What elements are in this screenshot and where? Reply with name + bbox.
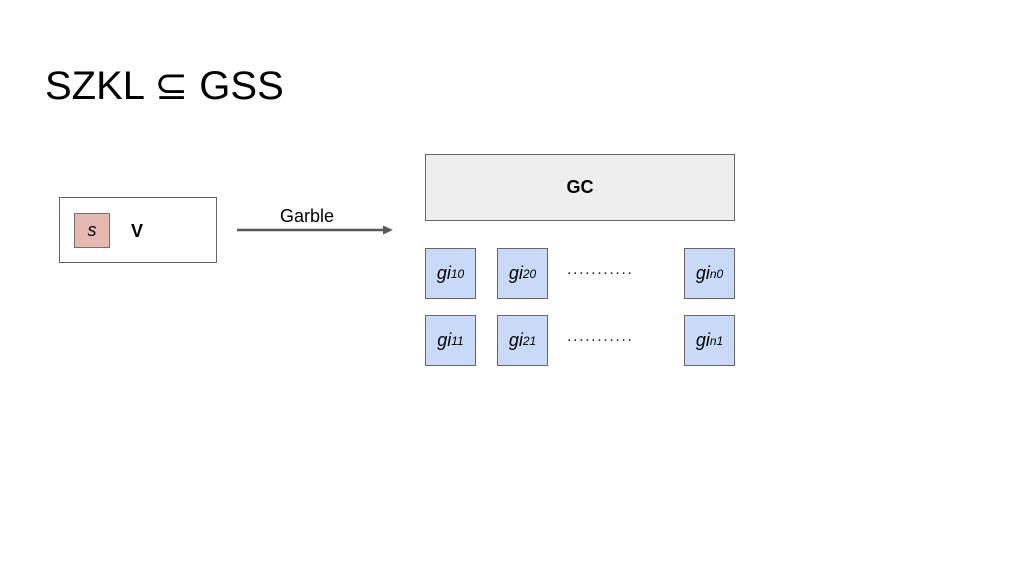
cell-gi-10-base: gi	[436, 263, 451, 283]
v-label: V	[131, 221, 144, 241]
s-box: s	[74, 213, 110, 248]
garble-arrow	[237, 225, 393, 235]
gc-box: GC	[425, 154, 735, 221]
cell-gi-21-base: gi	[508, 330, 523, 350]
slide-title: SZKL ⊆ GSS	[45, 64, 284, 108]
garble-label: Garble	[280, 206, 335, 226]
cell-gi-11-base: gi	[437, 330, 452, 350]
garble-arrow-head	[383, 225, 393, 235]
ellipsis-row-0: ...........	[567, 261, 634, 278]
cell-gi-20-base: gi	[508, 263, 523, 283]
cell-gi-n0-base: gi	[695, 263, 710, 283]
ellipsis-row-1: ...........	[567, 328, 634, 345]
cell-gi-n1-base: gi	[695, 330, 710, 350]
